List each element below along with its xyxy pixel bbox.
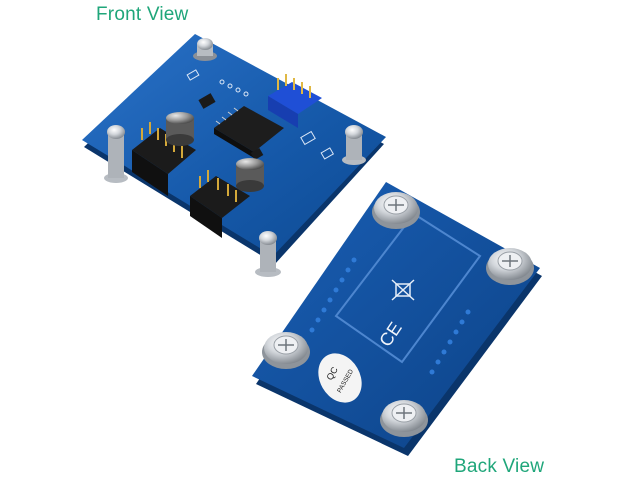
front-view-caption: Front View [96,4,189,25]
front-screw-right [342,125,366,165]
small-component [250,148,264,160]
silkscreen-markings [186,69,335,160]
qc-passed-sticker: QC PASSED [318,353,362,403]
back-screw-left [262,332,310,369]
capacitor-right [236,158,264,192]
back-screw-bottom [380,400,428,437]
back-screw-right [486,248,534,285]
front-screw-bottom [255,231,281,277]
weee-bin-symbol [391,279,415,301]
blue-pin-header [268,74,322,128]
back-board-vias-left [309,257,357,333]
middle-pin-header [190,170,250,238]
capacitor-left [166,112,194,146]
back-board-vias-right [429,309,471,375]
back-board-outline-region [334,212,482,364]
front-board [82,34,386,277]
back-screw-top [372,192,420,229]
back-board: CE QC PASSED [252,182,542,456]
front-screw-left [104,125,128,183]
small-component [198,93,216,109]
front-screw-top [193,38,217,61]
back-view-caption: Back View [454,456,545,477]
driver-ic-chip [214,106,284,158]
